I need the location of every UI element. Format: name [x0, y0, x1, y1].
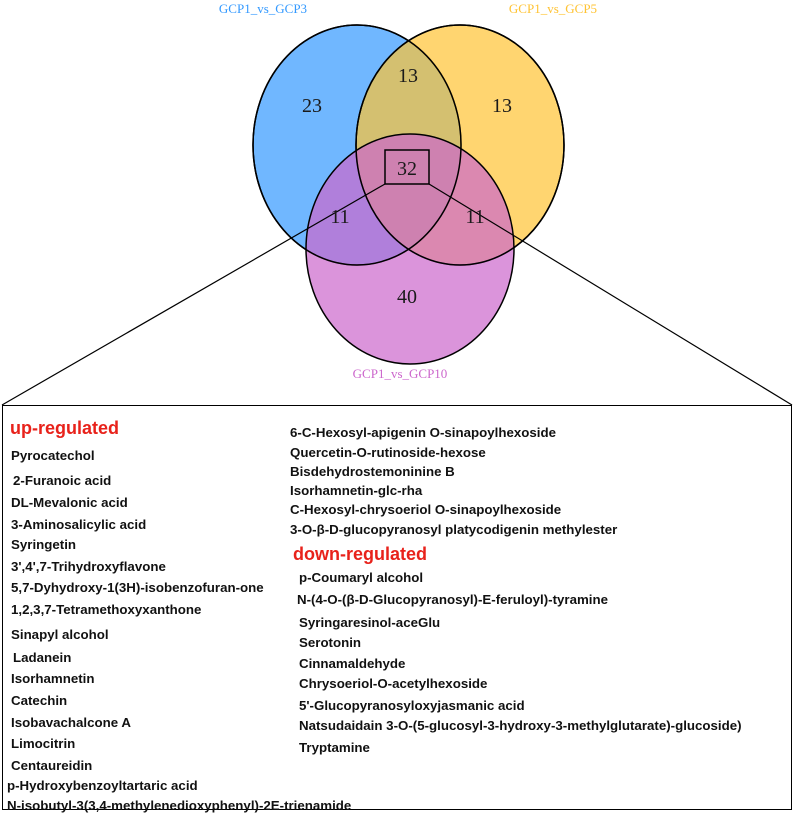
- count-gcp5-gcp10: 11: [465, 206, 484, 228]
- list-item: p-Coumaryl alcohol: [299, 570, 424, 585]
- list-item: 5'-Glucopyranosyloxyjasmanic acid: [299, 698, 525, 713]
- list-item: Tryptamine: [299, 740, 370, 755]
- center-highlight-box: [384, 149, 430, 185]
- list-item: Isorhamnetin: [11, 671, 95, 686]
- list-item: N-(4-O-(β-D-Glucopyranosyl)-E-feruloyl)-…: [297, 592, 609, 607]
- list-item: Syringetin: [11, 537, 77, 552]
- list-item: Isorhamnetin-glc-rha: [290, 483, 423, 498]
- list-item: p-Hydroxybenzoyltartaric acid: [7, 778, 198, 793]
- list-item: Chrysoeriol-O-acetylhexoside: [299, 676, 488, 691]
- list-item: Ladanein: [13, 650, 72, 665]
- list-item: 6-C-Hexosyl-apigenin O-sinapoylhexoside: [290, 425, 556, 440]
- count-only-gcp3: 23: [302, 95, 322, 117]
- down-regulated-heading: down-regulated: [293, 544, 427, 564]
- outline-gcp3: [252, 24, 462, 266]
- list-item: C-Hexosyl-chrysoeriol O-sinapoylhexoside: [290, 502, 562, 517]
- list-item: Pyrocatechol: [11, 448, 95, 463]
- count-only-gcp10: 40: [397, 286, 417, 308]
- list-item: 3',4',7-Trihydroxyflavone: [11, 559, 166, 574]
- list-item: Bisdehydrostemoninine B: [290, 464, 455, 479]
- count-all-three: 32: [397, 158, 417, 180]
- zoom-line-left: [1, 183, 386, 406]
- set-label-gcp3: GCP1_vs_GCP3: [219, 1, 307, 16]
- list-item: Cinnamaldehyde: [299, 656, 406, 671]
- count-gcp3-gcp5: 13: [398, 65, 418, 87]
- outline-gcp5: [355, 24, 565, 266]
- list-item: Limocitrin: [11, 736, 76, 751]
- list-item: Natsudaidain 3-O-(5-glucosyl-3-hydroxy-3…: [299, 718, 742, 733]
- venn-diagram: GCP1_vs_GCP3 GCP1_vs_GCP5 GCP1_vs_GCP10 …: [1, 1, 793, 406]
- list-item: Catechin: [11, 693, 68, 708]
- up-regulated-heading: up-regulated: [10, 418, 120, 438]
- list-item: Sinapyl alcohol: [11, 627, 109, 642]
- list-item: N-isobutyl-3(3,4-methylenedioxyphenyl)-2…: [7, 798, 352, 813]
- set-label-gcp10: GCP1_vs_GCP10: [353, 366, 448, 381]
- list-item: 2-Furanoic acid: [13, 473, 112, 488]
- list-item: Quercetin-O-rutinoside-hexose: [290, 445, 486, 460]
- metabolite-list-box: up-regulated Pyrocatechol 2-Furanoic acid…: [2, 405, 792, 813]
- count-only-gcp5: 13: [492, 95, 512, 117]
- zoom-line-right: [428, 183, 793, 406]
- list-item: Isobavachalcone A: [11, 715, 131, 730]
- list-item: 5,7-Dyhydroxy-1(3H)-isobenzofuran-one: [11, 580, 264, 595]
- list-item: 3-O-β-D-glucopyranosyl platycodigenin me…: [290, 522, 618, 537]
- list-item: 1,2,3,7-Tetramethoxyxanthone: [11, 602, 202, 617]
- list-item: 3-Aminosalicylic acid: [11, 517, 147, 532]
- list-item: Syringaresinol-aceGlu: [299, 615, 441, 630]
- list-item: Serotonin: [299, 635, 362, 650]
- set-label-gcp5: GCP1_vs_GCP5: [509, 1, 597, 16]
- count-gcp3-gcp10: 11: [330, 206, 349, 228]
- list-item: Centaureidin: [11, 758, 93, 773]
- list-item: DL-Mevalonic acid: [11, 495, 128, 510]
